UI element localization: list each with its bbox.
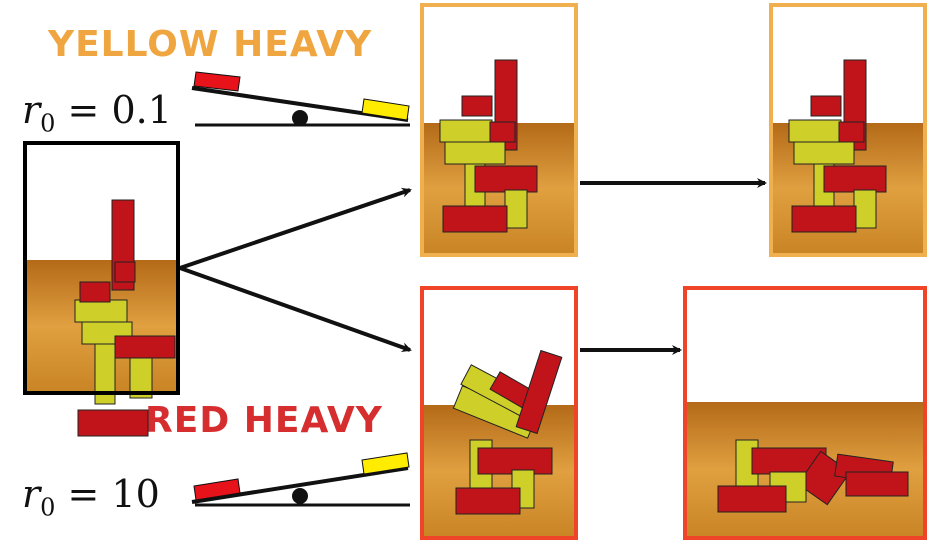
ratio-value: 0.1: [111, 88, 172, 132]
yellow-heavy-heading: YELLOW HEAVY: [48, 24, 373, 65]
panel-initial-scene: [23, 141, 180, 437]
block-pile: [717, 439, 909, 513]
ratio-subscript: 0: [40, 493, 56, 522]
panel-yellow-heavy-start: [420, 3, 578, 257]
ratio-variable: r: [22, 88, 41, 132]
panel-yellow-heavy-end: [769, 3, 927, 257]
ratio-value: 10: [111, 472, 160, 516]
seesaw-yellow-heavy: [191, 71, 410, 127]
arrow-to-yellow-start: [179, 187, 412, 270]
block-tower: [452, 349, 563, 515]
ratio-variable: r: [22, 472, 41, 516]
arrows: [179, 178, 767, 355]
block-tower: [74, 199, 176, 437]
panel-red-heavy-start: [420, 286, 578, 540]
ratio-equation-top: r0 = 0.1: [22, 88, 172, 138]
ratio-operator: =: [55, 88, 112, 132]
panel-red-heavy-end: [683, 286, 927, 540]
block-tower: [439, 59, 538, 233]
ratio-operator: =: [55, 472, 112, 516]
ratio-equation-bottom: r0 = 10: [22, 472, 160, 522]
seesaw-red-heavy: [191, 452, 410, 507]
red-heavy-heading: RED HEAVY: [145, 400, 383, 441]
ratio-subscript: 0: [40, 109, 56, 138]
arrow-to-red-start: [179, 266, 412, 353]
block-tower: [788, 59, 887, 233]
